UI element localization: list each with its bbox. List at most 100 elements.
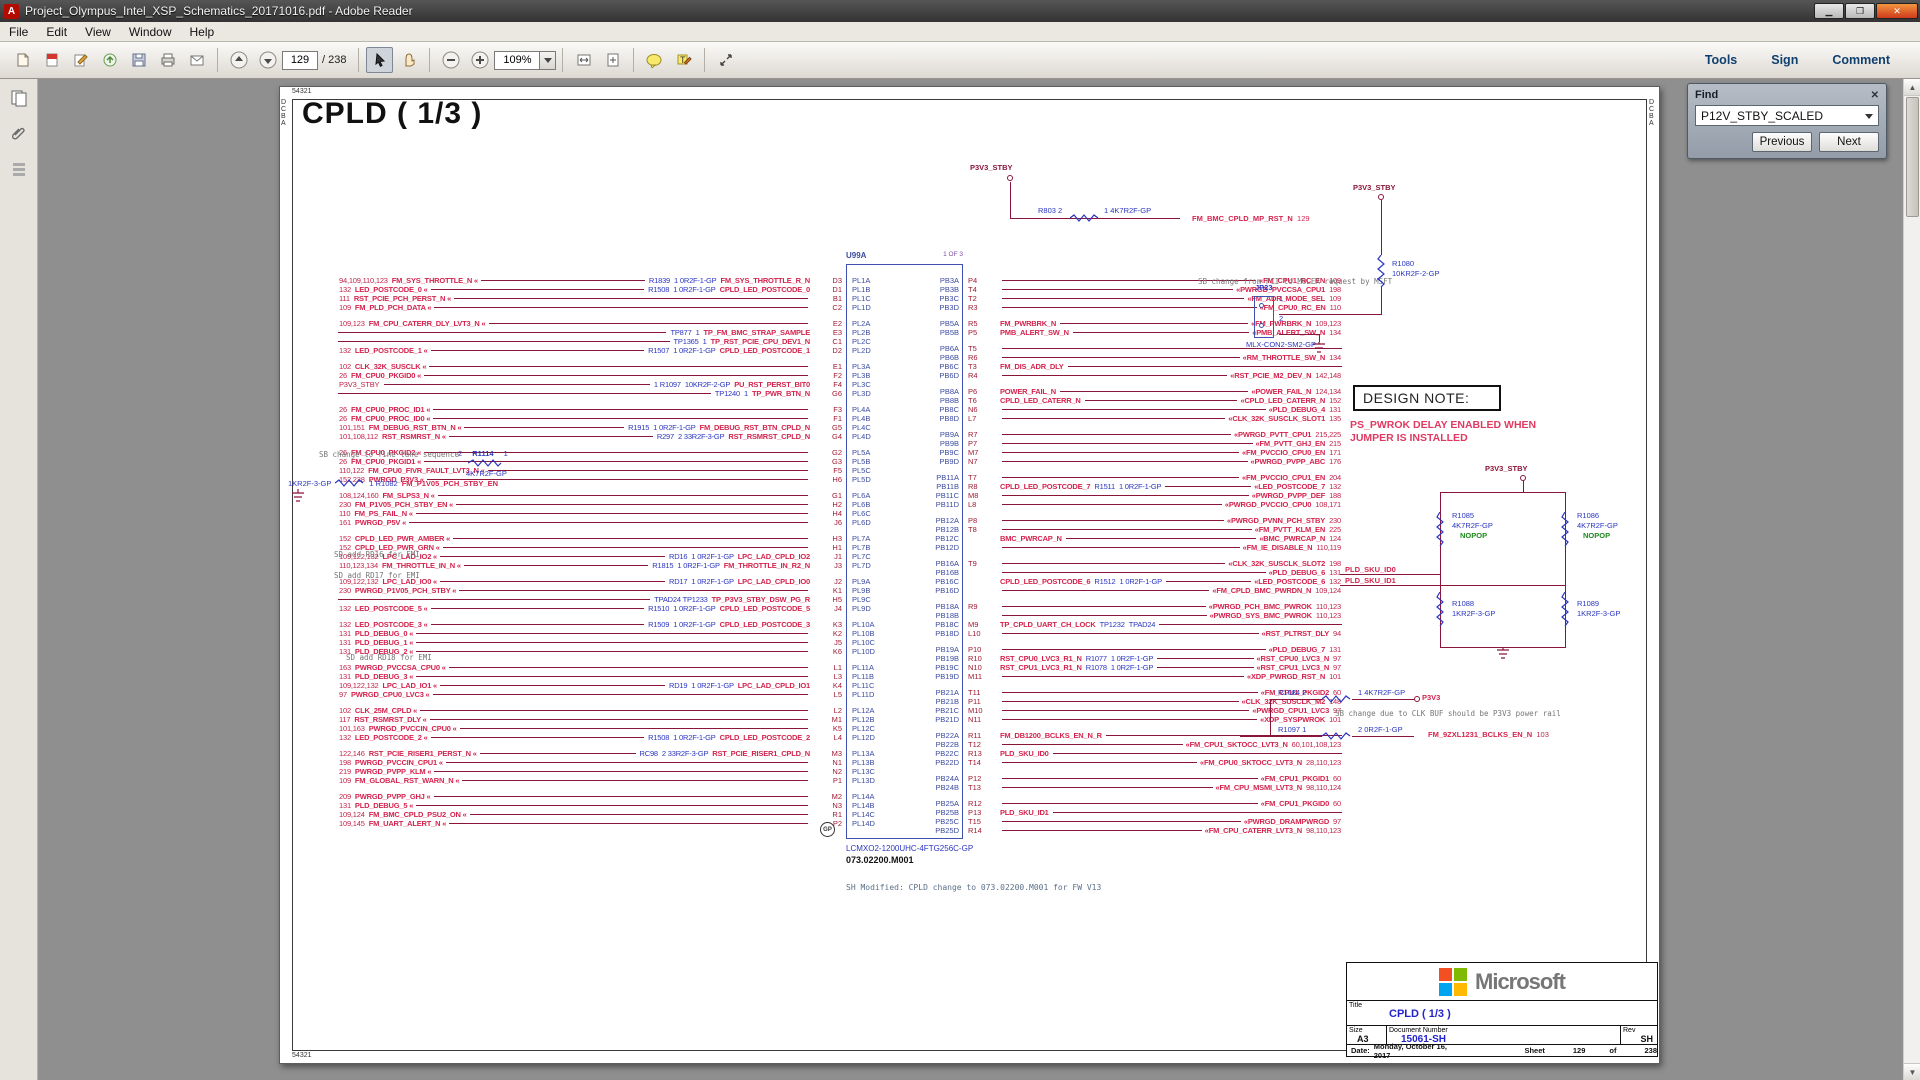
fullscreen-button[interactable] xyxy=(712,47,739,73)
menu-item[interactable]: File xyxy=(9,24,29,39)
wire xyxy=(430,737,645,738)
wire xyxy=(459,590,808,591)
zoom-in-button[interactable] xyxy=(466,47,493,73)
ground-symbol xyxy=(292,489,304,502)
navigation-sidebar xyxy=(0,79,38,1080)
net-row: FM_CPU0_SKTOCC_LVT3_N28,110,123 xyxy=(1000,758,1344,767)
wire xyxy=(448,667,808,668)
menu-item[interactable]: Window xyxy=(128,24,172,39)
wire xyxy=(1002,615,1207,616)
comment-note-button[interactable] xyxy=(641,47,668,73)
wire xyxy=(440,556,665,557)
select-tool-button[interactable] xyxy=(366,47,394,73)
wire xyxy=(481,280,645,281)
menu-item[interactable]: Help xyxy=(189,24,215,39)
menu-item[interactable]: View xyxy=(85,24,111,39)
wire xyxy=(488,323,808,324)
bookmarks-icon[interactable] xyxy=(10,161,28,179)
open-file-button[interactable] xyxy=(9,47,36,73)
wire xyxy=(1002,778,1258,779)
power-symbol xyxy=(1378,194,1384,200)
r1086-ref: R1086 xyxy=(1577,511,1600,520)
highlight-text-button[interactable]: T xyxy=(670,47,697,73)
tools-panel-button[interactable]: Tools xyxy=(1704,53,1738,67)
resistor-symbol xyxy=(1070,214,1099,222)
wire xyxy=(1052,753,1342,754)
scroll-down-arrow[interactable]: ▼ xyxy=(1904,1063,1920,1080)
wire xyxy=(442,547,808,548)
wire xyxy=(437,495,808,496)
email-button[interactable] xyxy=(183,47,210,73)
page-number-input[interactable] xyxy=(282,50,318,70)
print-button[interactable] xyxy=(154,47,181,73)
wire xyxy=(420,710,808,711)
resistor-symbol xyxy=(1322,732,1351,740)
comment-panel-button[interactable]: Comment xyxy=(1832,53,1890,67)
svg-text:T: T xyxy=(680,55,686,65)
title-label: Title xyxy=(1349,1002,1362,1009)
previous-page-button[interactable] xyxy=(225,47,252,73)
wire xyxy=(416,676,808,677)
r803-value: 1 4K7R2F-GP xyxy=(1104,206,1152,215)
wire xyxy=(1002,572,1266,573)
wire xyxy=(459,728,808,729)
wire xyxy=(448,436,653,437)
zoom-dropdown-arrow[interactable] xyxy=(540,50,557,70)
net-row: FM_DIS_ADR_DLY xyxy=(1000,362,1344,371)
sign-document-button[interactable] xyxy=(67,47,94,73)
sheet-number: 129 xyxy=(1572,1046,1586,1055)
fit-width-button[interactable] xyxy=(570,47,597,73)
find-close-icon[interactable]: ✕ xyxy=(1870,89,1879,101)
sign-panel-button[interactable]: Sign xyxy=(1771,53,1799,67)
scroll-up-arrow[interactable]: ▲ xyxy=(1904,79,1920,96)
attachments-icon[interactable] xyxy=(10,125,28,143)
find-search-combobox[interactable]: P12V_STBY_SCALED xyxy=(1695,105,1879,126)
r803-ref: R803 2 xyxy=(1038,206,1063,215)
save-button[interactable] xyxy=(125,47,152,73)
find-next-button[interactable]: Next xyxy=(1819,132,1879,152)
share-button[interactable] xyxy=(96,47,123,73)
fit-page-button[interactable] xyxy=(599,47,626,73)
wire xyxy=(1002,418,1226,419)
find-previous-button[interactable]: Previous xyxy=(1752,132,1812,152)
wire xyxy=(1084,400,1238,401)
wire xyxy=(440,685,665,686)
save-as-pdf-button[interactable] xyxy=(38,47,65,73)
find-query-text[interactable]: P12V_STBY_SCALED xyxy=(1701,108,1824,123)
wire xyxy=(1002,357,1240,358)
menu-item[interactable]: Edit xyxy=(46,24,68,39)
maximize-button[interactable]: ❐ xyxy=(1845,3,1875,19)
scrollbar-thumb[interactable] xyxy=(1906,97,1919,217)
close-button[interactable]: ✕ xyxy=(1876,3,1918,19)
zoom-out-button[interactable] xyxy=(437,47,464,73)
r1097-value: 2 0R2F-1-GP xyxy=(1358,725,1403,734)
next-page-button[interactable] xyxy=(254,47,281,73)
minimize-button[interactable]: ▁ xyxy=(1814,3,1844,19)
find-dropdown-arrow-icon[interactable] xyxy=(1860,106,1878,125)
wire xyxy=(1002,606,1206,607)
wire xyxy=(487,470,808,471)
vertical-scrollbar[interactable]: ▲ ▼ xyxy=(1903,79,1920,1080)
wire xyxy=(415,513,808,514)
page-thumbnails-icon[interactable] xyxy=(10,89,28,107)
zoom-level-value[interactable]: 109% xyxy=(494,50,541,70)
microsoft-logo-text: Microsoft xyxy=(1475,968,1566,994)
hand-tool-button[interactable] xyxy=(395,47,422,73)
